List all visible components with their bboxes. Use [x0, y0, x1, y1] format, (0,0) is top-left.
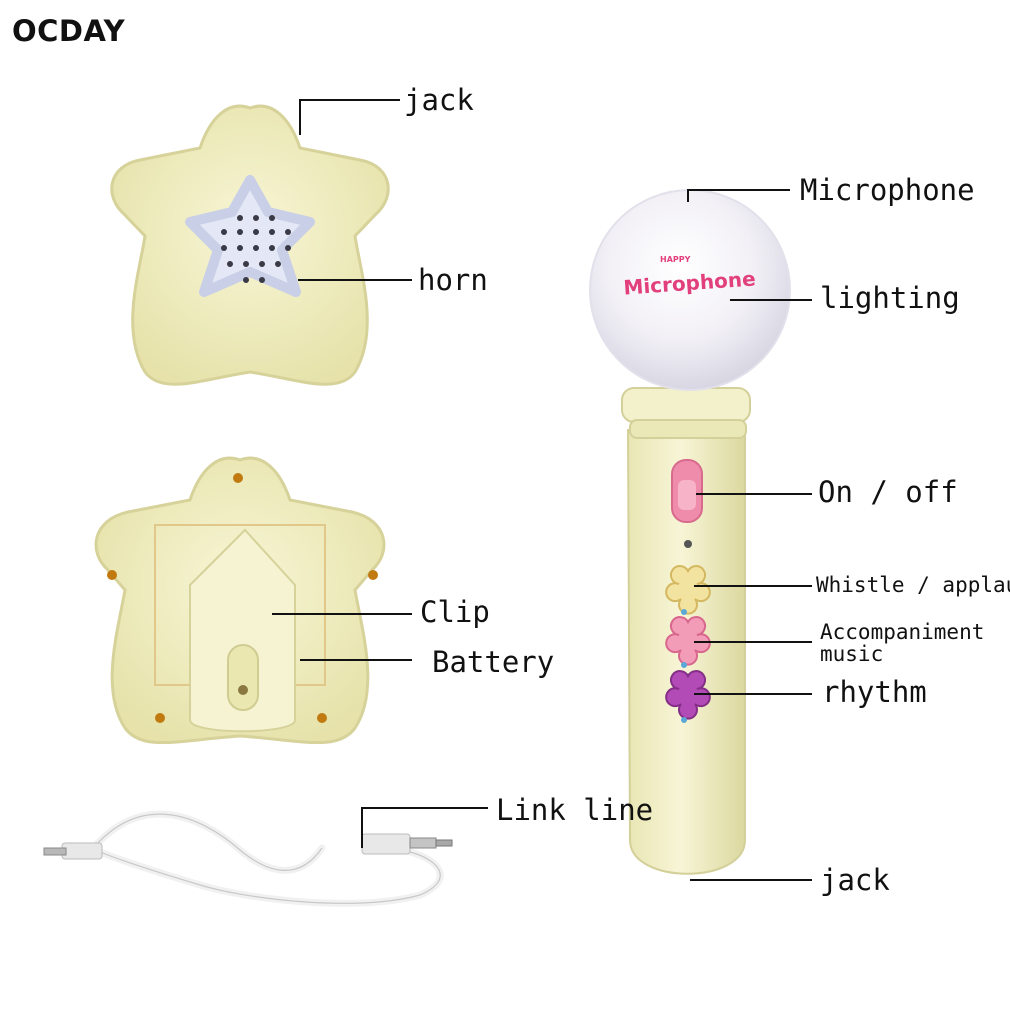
microphone: HAPPY Microphone	[589, 189, 791, 875]
label-lighting: lighting	[820, 281, 960, 315]
label-link-line: Link line	[496, 793, 654, 827]
label-clip: Clip	[420, 595, 490, 629]
leader-jack-top	[299, 99, 400, 135]
label-accompaniment-line2: music	[820, 642, 884, 666]
screw-holes	[107, 473, 378, 723]
mic-collar-ring	[629, 419, 747, 439]
label-battery: Battery	[432, 645, 555, 679]
star-speaker-front	[110, 104, 390, 386]
label-rhythm: rhythm	[822, 675, 927, 709]
audio-cable	[43, 810, 453, 907]
mic-collar	[621, 387, 751, 423]
star-speaker-back	[94, 456, 386, 744]
label-whistle: Whistle / applause	[816, 573, 1010, 597]
right-plug	[361, 833, 453, 855]
whistle-button	[665, 565, 711, 615]
label-on-off: On / off	[818, 475, 958, 509]
mic-logo-small: HAPPY	[660, 255, 691, 264]
label-accompaniment-line1: Accompaniment	[820, 620, 985, 644]
brand-logo: OCDAY	[12, 14, 126, 48]
label-microphone: Microphone	[800, 173, 975, 207]
grille-holes	[221, 215, 291, 283]
leader-microphone	[687, 189, 790, 202]
clip-slot	[227, 644, 259, 711]
mic-indicator	[684, 540, 692, 548]
rhythm-button	[665, 670, 711, 720]
belt-clip	[189, 528, 296, 733]
label-jack-top: jack	[404, 83, 474, 117]
leader-link-line	[361, 807, 488, 848]
clip-screw	[238, 685, 248, 695]
leader-lines	[272, 99, 812, 881]
accompaniment-button	[665, 616, 711, 666]
music-note-icons	[681, 609, 687, 723]
label-jack-bottom: jack	[820, 863, 890, 897]
label-horn: horn	[418, 263, 488, 297]
left-plug	[43, 842, 103, 860]
